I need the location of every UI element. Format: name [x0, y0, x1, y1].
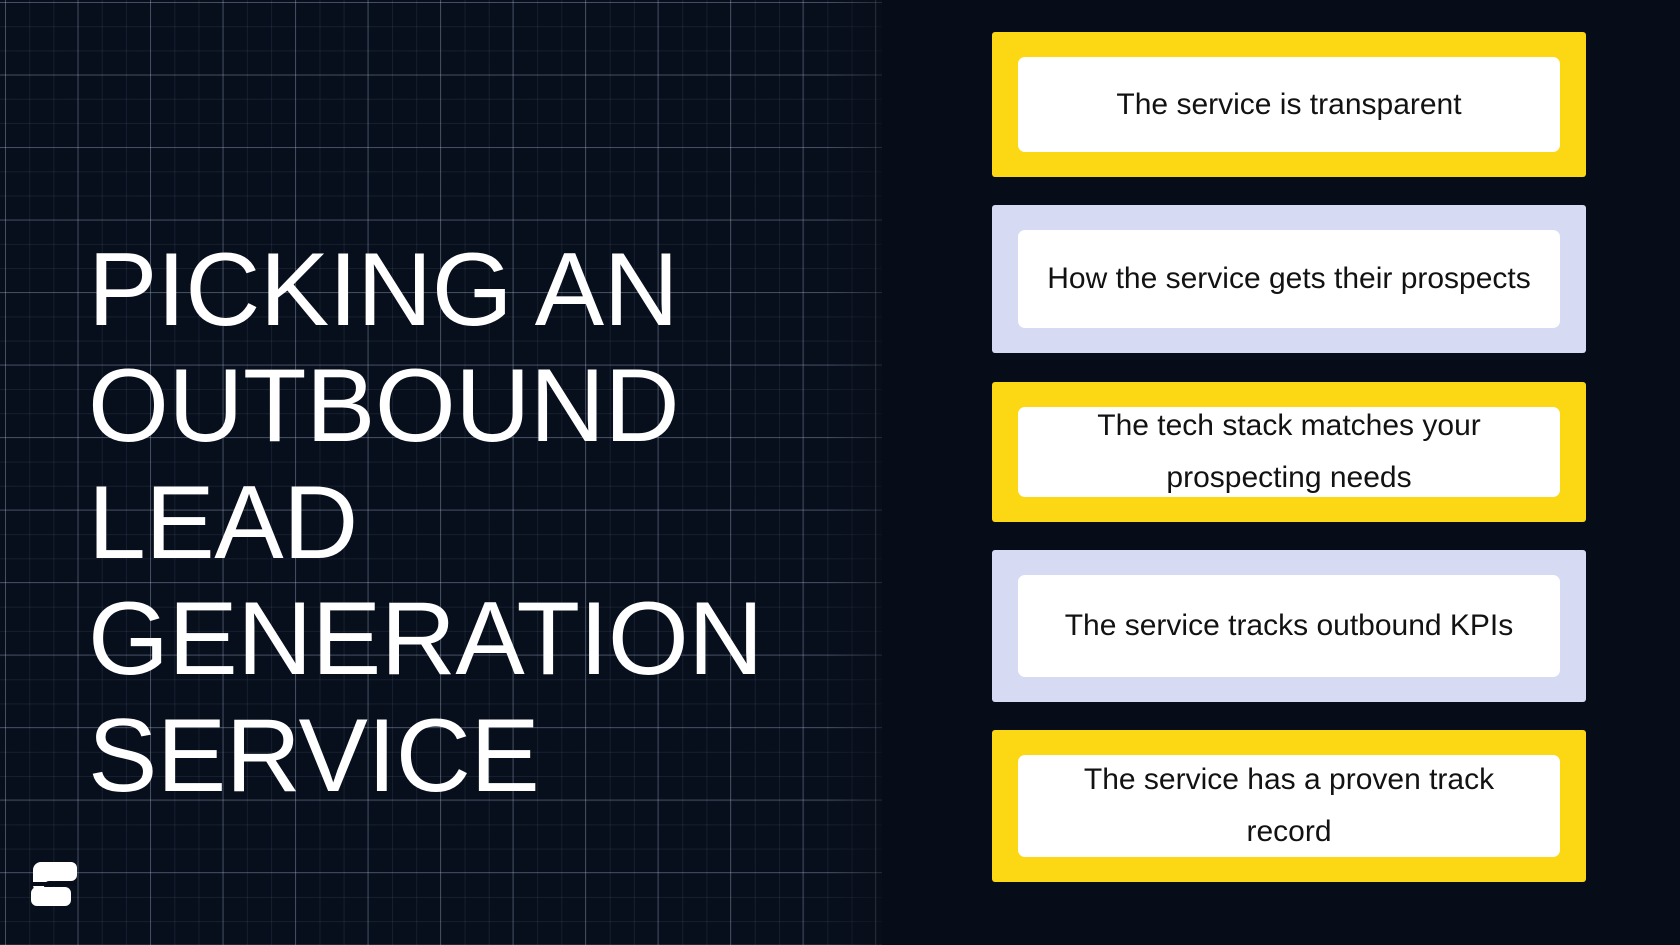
grid-background-panel	[0, 0, 882, 945]
checklist-card-label: The tech stack matches your prospecting …	[1097, 408, 1481, 494]
checklist-card-inner: The service is transparent	[1018, 57, 1560, 152]
checklist-card-inner: The tech stack matches your prospecting …	[1018, 406, 1560, 497]
checklist-card-inner: The service tracks outbound KPIs	[1018, 574, 1560, 677]
checklist-card-column: The service is transparent How the servi…	[992, 32, 1586, 882]
checklist-card-label: The service tracks outbound KPIs	[1064, 608, 1514, 642]
checklist-card[interactable]: The service tracks outbound KPIs	[992, 549, 1586, 702]
checklist-card[interactable]: The tech stack matches your prospecting …	[992, 381, 1586, 522]
checklist-card-label: How the service gets their prospects	[1047, 262, 1531, 296]
checklist-card-label: The service has a proven track record	[1083, 763, 1495, 848]
checklist-card-label: The service is transparent	[1116, 87, 1462, 121]
page-title: Picking an outbound lead generation serv…	[88, 231, 763, 814]
checklist-card[interactable]: The service has a proven track record	[992, 730, 1586, 882]
checklist-card-inner: How the service gets their prospects	[1018, 230, 1560, 329]
brand-s-logo-icon	[31, 858, 77, 910]
checklist-card[interactable]: The service is transparent	[992, 32, 1586, 177]
checklist-card[interactable]: How the service gets their prospects	[992, 205, 1586, 354]
checklist-card-inner: The service has a proven track record	[1018, 755, 1560, 857]
